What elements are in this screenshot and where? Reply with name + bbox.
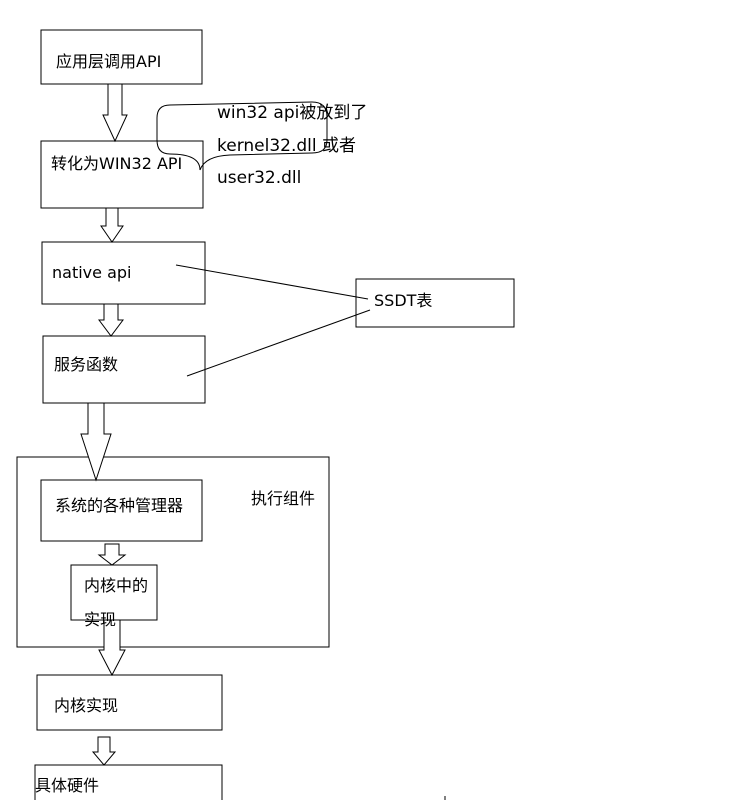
connector-native-ssdt — [175, 264, 369, 300]
note-line-2: kernel32.dll 或者 — [217, 136, 357, 156]
box-service-funcs — [42, 335, 206, 404]
arrow-3 — [98, 303, 124, 337]
connector-service-ssdt — [186, 309, 371, 377]
box-app-layer — [40, 29, 203, 85]
arrow-5 — [97, 543, 127, 566]
label-service-funcs: 服务函数 — [54, 355, 119, 374]
arrow-4 — [80, 402, 112, 482]
box-hardware — [34, 764, 223, 800]
note-line-3: user32.dll — [217, 168, 302, 188]
box-managers — [40, 479, 203, 542]
label-executive: 执行组件 — [251, 489, 316, 508]
arrow-6 — [98, 619, 126, 677]
note-line-1: win32 api被放到了 — [217, 103, 368, 123]
label-kernel-impl-2: 实现 — [84, 610, 117, 629]
arrow-7 — [91, 736, 117, 766]
box-kernel-impl — [70, 564, 158, 621]
arrow-2 — [100, 207, 124, 243]
label-hardware: 具体硬件 — [35, 776, 100, 795]
arrow-1 — [102, 83, 128, 143]
box-to-win32 — [40, 140, 204, 209]
label-kernel-impl-1: 内核中的 — [84, 576, 149, 595]
label-kernel-real: 内核实现 — [54, 696, 119, 715]
box-ssdt — [355, 278, 515, 328]
box-kernel-real — [36, 674, 223, 731]
box-native-api — [41, 241, 206, 305]
label-managers: 系统的各种管理器 — [55, 496, 184, 515]
label-app-layer: 应用层调用API — [56, 52, 162, 71]
label-native-api: native api — [52, 263, 132, 282]
label-ssdt: SSDT表 — [374, 291, 433, 310]
label-to-win32: 转化为WIN32 API — [51, 154, 183, 173]
note-bubble — [156, 101, 328, 171]
